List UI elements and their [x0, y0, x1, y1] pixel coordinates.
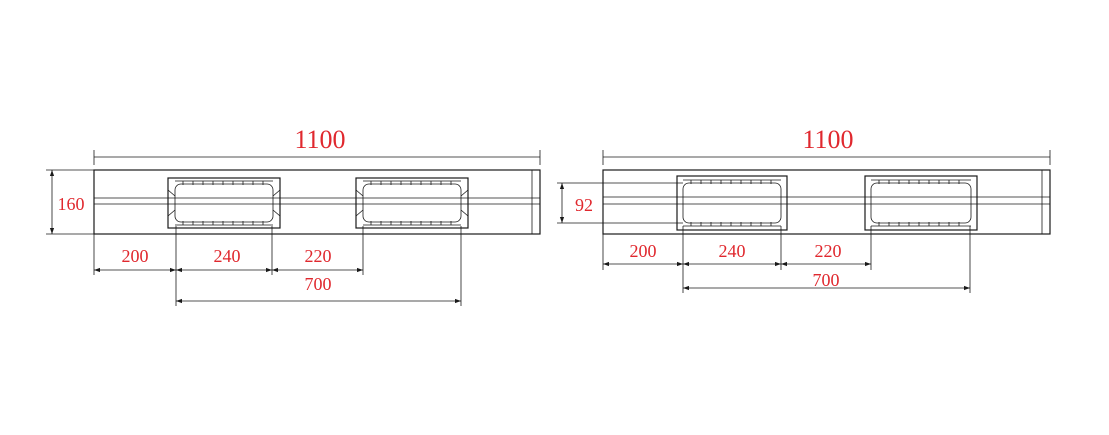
right-total-length-label: 1100	[802, 125, 853, 154]
right-fork-opening-2	[864, 175, 978, 231]
left-pallet-view: 1100 160	[46, 125, 541, 306]
left-pallet-body	[93, 169, 541, 235]
left-segment-label-2: 240	[214, 246, 241, 266]
left-span-label: 700	[305, 274, 332, 294]
right-segment-label-2: 240	[719, 241, 746, 261]
right-fork-opening-1	[676, 175, 788, 231]
right-segment-dimensions: 200 240 220	[602, 226, 971, 293]
right-pallet-view: 1100 92	[557, 125, 1051, 293]
left-total-length-dimension: 1100	[93, 125, 541, 165]
left-span-dimension: 700	[176, 274, 461, 304]
left-fork-opening-1	[167, 177, 281, 229]
right-segment-label-1: 200	[630, 241, 657, 261]
left-segment-dimensions: 200 240 220	[93, 226, 462, 306]
left-segment-label-3: 220	[305, 246, 332, 266]
left-total-length-label: 1100	[294, 125, 345, 154]
right-opening-height-label: 92	[575, 195, 593, 215]
right-segment-label-3: 220	[815, 241, 842, 261]
right-total-length-dimension: 1100	[602, 125, 1051, 165]
right-span-dimension: 700	[683, 270, 970, 291]
right-span-label: 700	[813, 270, 840, 290]
left-height-dimension: 160	[46, 169, 94, 235]
right-opening-height-dimension: 92	[557, 182, 683, 224]
right-pallet-body	[602, 169, 1051, 235]
left-segment-label-1: 200	[122, 246, 149, 266]
left-fork-opening-2	[355, 177, 469, 229]
left-height-label: 160	[58, 194, 85, 214]
